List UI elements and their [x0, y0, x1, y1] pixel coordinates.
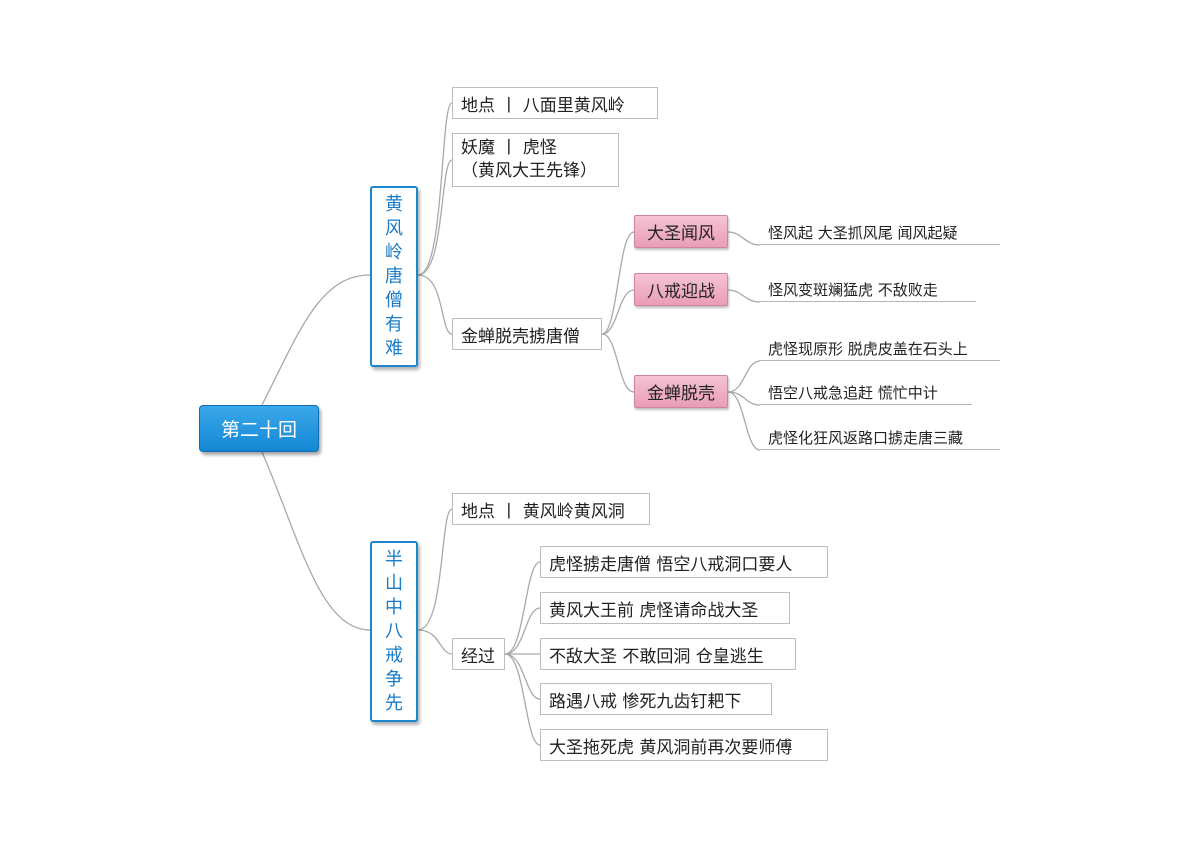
leaf-sub3-1-label: 虎怪现原形 脱虎皮盖在石头上 [768, 339, 968, 358]
b1-demon-box[interactable]: 妖魔 丨 虎怪 （黄风大王先锋） [452, 133, 619, 187]
step-4-label: 路遇八戒 惨死九齿钉耙下 [549, 691, 742, 712]
leaf-sub3-2[interactable]: 悟空八戒急追赶 慌忙中计 [760, 380, 972, 405]
b2-location-box[interactable]: 地点 丨 黄风岭黄风洞 [452, 493, 650, 525]
connector-process-step2 [504, 607, 541, 655]
step-5[interactable]: 大圣拖死虎 黄风洞前再次要师傅 [540, 729, 828, 761]
sub-topic-2[interactable]: 八戒迎战 [634, 273, 728, 306]
connector-sub2-leaf [727, 289, 761, 303]
sub-topic-3-label: 金蝉脱壳 [647, 384, 715, 404]
connector-b1-location [417, 102, 453, 276]
leaf-sub2[interactable]: 怪风变斑斓猛虎 不敌败走 [760, 277, 976, 302]
branch-huangfengling[interactable]: 黄风岭唐僧有难 [370, 186, 418, 367]
step-4[interactable]: 路遇八戒 惨死九齿钉耙下 [540, 683, 772, 715]
leaf-sub3-1[interactable]: 虎怪现原形 脱虎皮盖在石头上 [760, 336, 1000, 361]
branch2-title-char: 山 [385, 572, 403, 594]
connector-process-step5 [504, 653, 541, 746]
b1-event-box[interactable]: 金蝉脱壳掳唐僧 [452, 318, 602, 350]
root-node[interactable]: 第二十回 [199, 405, 319, 452]
step-5-label: 大圣拖死虎 黄风洞前再次要师傅 [549, 737, 793, 758]
branch2-title-char: 先 [385, 692, 403, 714]
step-1[interactable]: 虎怪掳走唐僧 悟空八戒洞口要人 [540, 546, 828, 578]
root-label: 第二十回 [220, 419, 297, 441]
branch-banshan[interactable]: 半山中八戒争先 [370, 541, 418, 722]
b1-demon-line1: 妖魔 丨 虎怪 [461, 138, 557, 158]
connector-process-step1 [504, 561, 541, 655]
step-2-label: 黄风大王前 虎怪请命战大圣 [549, 600, 759, 621]
step-1-label: 虎怪掳走唐僧 悟空八戒洞口要人 [549, 554, 793, 575]
connector-sub3-leaf1 [727, 360, 761, 393]
leaf-sub3-3[interactable]: 虎怪化狂风返路口掳走唐三藏 [760, 425, 1000, 450]
sub-topic-2-label: 八戒迎战 [647, 282, 715, 302]
b2-process-box[interactable]: 经过 [452, 638, 505, 670]
branch2-title-char: 半 [385, 548, 403, 570]
b2-location-label: 地点 丨 黄风岭黄风洞 [461, 501, 625, 522]
connector-b2-process [417, 629, 453, 655]
connector-event-sub2 [601, 289, 635, 335]
leaf-sub3-2-label: 悟空八戒急追赶 慌忙中计 [768, 383, 938, 402]
branch1-title-char: 岭 [385, 241, 403, 263]
step-3[interactable]: 不敌大圣 不敢回洞 仓皇逃生 [540, 638, 796, 670]
leaf-sub1[interactable]: 怪风起 大圣抓风尾 闻风起疑 [760, 220, 1000, 245]
branch2-title-char: 戒 [385, 644, 403, 666]
connector-b1-demon [417, 159, 453, 276]
connector-process-step4 [504, 653, 541, 700]
step-3-label: 不敌大圣 不敢回洞 仓皇逃生 [549, 646, 764, 667]
branch1-title-char: 僧 [385, 289, 403, 311]
branch1-title-char: 唐 [385, 265, 403, 287]
sub-topic-1[interactable]: 大圣闻风 [634, 215, 728, 248]
leaf-sub2-label: 怪风变斑斓猛虎 不敌败走 [768, 280, 938, 299]
leaf-sub1-label: 怪风起 大圣抓风尾 闻风起疑 [768, 223, 958, 242]
branch1-title-char: 难 [385, 337, 403, 359]
branch1-title-char: 风 [385, 217, 403, 239]
b1-location-box[interactable]: 地点 丨 八面里黄风岭 [452, 87, 658, 119]
step-2[interactable]: 黄风大王前 虎怪请命战大圣 [540, 592, 790, 624]
branch2-title-char: 中 [385, 596, 403, 618]
sub-topic-1-label: 大圣闻风 [647, 224, 715, 244]
connector-b2-location [417, 508, 453, 631]
connector-sub3-leaf3 [727, 391, 761, 451]
sub-topic-3[interactable]: 金蝉脱壳 [634, 375, 728, 408]
branch2-title-char: 争 [385, 668, 403, 690]
connector-root-branch1 [261, 274, 371, 406]
b1-event-label: 金蝉脱壳掳唐僧 [461, 326, 580, 347]
branch1-title-char: 有 [385, 313, 403, 335]
branch2-title-char: 八 [385, 620, 403, 642]
b2-process-label: 经过 [461, 646, 495, 667]
connector-root-branch2 [261, 451, 371, 631]
connector-event-sub1 [601, 231, 635, 335]
b1-demon-line2: （黄风大王先锋） [461, 161, 597, 181]
b1-location-label: 地点 丨 八面里黄风岭 [461, 95, 625, 116]
leaf-sub3-3-label: 虎怪化狂风返路口掳走唐三藏 [768, 428, 964, 447]
connector-event-sub3 [601, 333, 635, 393]
connector-b1-event [417, 274, 453, 335]
branch1-title-char: 黄 [385, 193, 403, 215]
connector-sub1-leaf [727, 231, 761, 246]
